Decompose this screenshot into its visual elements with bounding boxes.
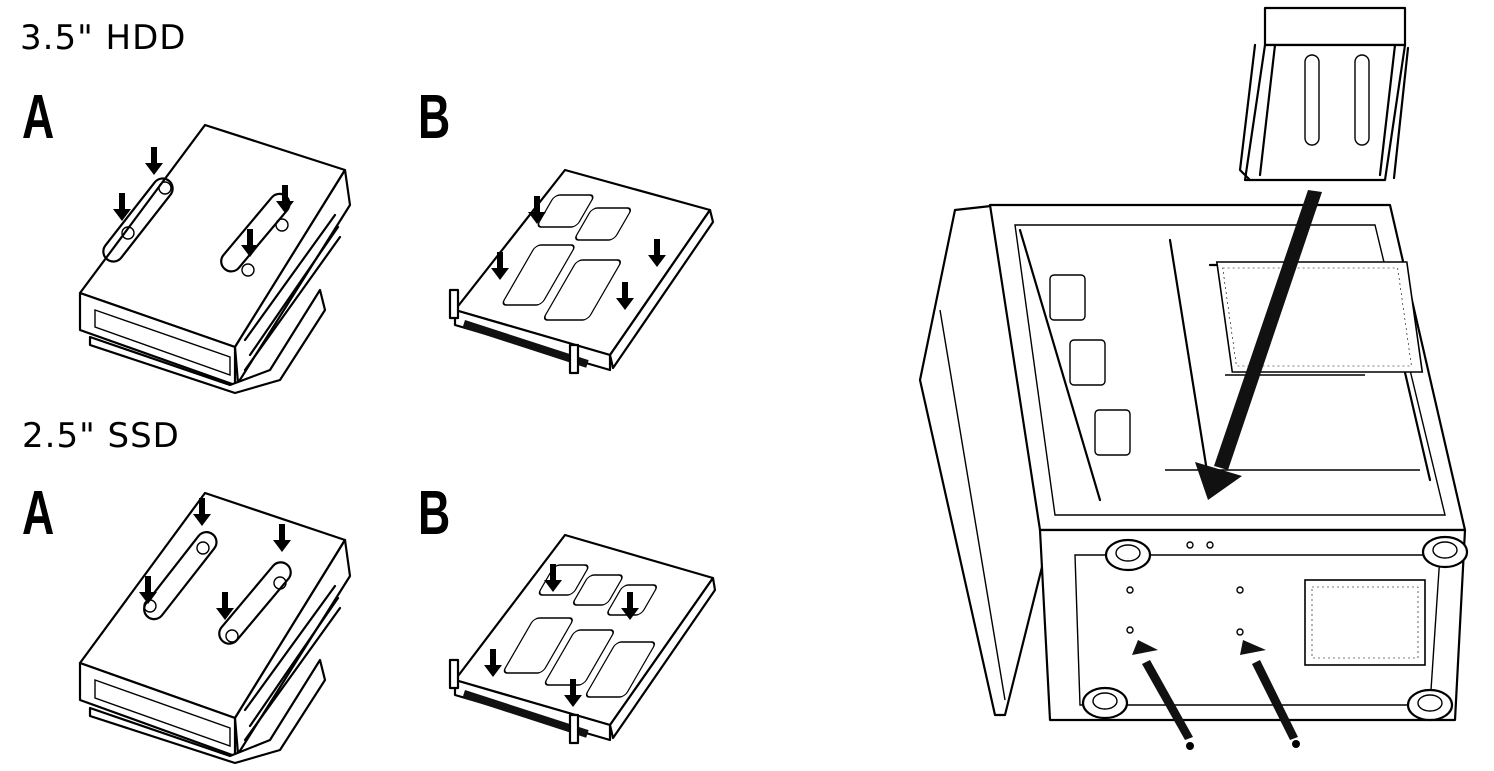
arrow-up-icon <box>1132 640 1193 740</box>
drive-tray-icon <box>448 533 717 745</box>
ssd-tray-b-illustration <box>448 533 717 745</box>
pc-case-icon <box>918 203 1469 722</box>
hdd-tray-b-illustration <box>448 168 715 375</box>
hdd-option-b-label: B <box>418 83 451 152</box>
drive-cage-icon <box>1238 6 1410 182</box>
hdd-option-a-label: A <box>22 83 55 152</box>
ssd-cage-a-illustration <box>78 491 352 765</box>
arrow-up-icon <box>1240 640 1298 740</box>
screw-icon <box>1186 740 1300 750</box>
arrow-down-icon <box>1195 190 1322 500</box>
ssd-option-b-label: B <box>418 479 451 548</box>
ssd-option-a-label: A <box>22 479 55 548</box>
drive-cage-icon <box>78 123 352 395</box>
drive-cage-icon <box>78 491 352 765</box>
ssd-section-title: 2.5" SSD <box>22 416 180 456</box>
hdd-section-title: 3.5" HDD <box>20 18 187 58</box>
foot <box>1081 535 1469 722</box>
drive-tray-icon <box>448 168 715 375</box>
hdd-cage-a-illustration <box>78 123 352 395</box>
case-installation-illustration <box>918 6 1469 750</box>
arrow-down-icon <box>145 147 163 175</box>
